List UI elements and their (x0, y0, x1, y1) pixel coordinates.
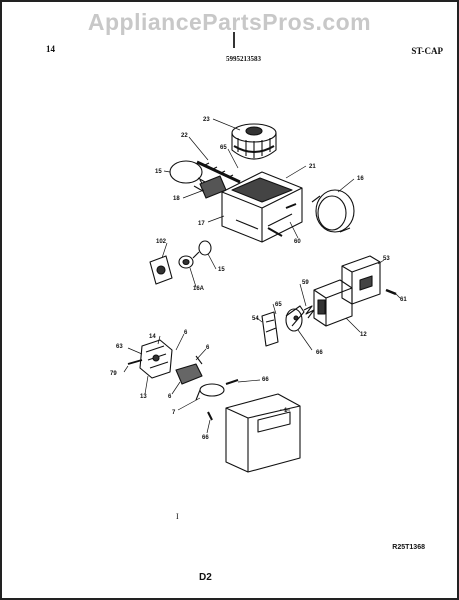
header-section-code: ST-CAP (411, 46, 443, 56)
part-screw-60 (267, 203, 297, 237)
callout-12: 12 (360, 332, 367, 338)
callout-23: 23 (203, 117, 210, 123)
callout-16a: 16A (193, 286, 205, 292)
callout-53: 53 (383, 256, 390, 262)
callout-59: 59 (302, 280, 309, 286)
part-screw-66-lower (207, 411, 213, 421)
part-housing-box (221, 171, 303, 243)
frame-border-bottom (0, 598, 459, 600)
part-lens (311, 189, 355, 233)
part-cover-53 (341, 255, 381, 305)
callout-18: 18 (173, 196, 180, 202)
part-spring (303, 305, 315, 319)
part-switch-assembly (127, 339, 173, 379)
callout-63: 63 (116, 344, 123, 350)
callout-6: 6 (184, 330, 188, 336)
center-tick: I (176, 512, 179, 521)
part-motor (231, 123, 277, 160)
part-actuator-pad (225, 393, 301, 473)
part-bracket-102 (149, 255, 173, 285)
part-small-bulb (192, 240, 212, 259)
callout-54: 54 (252, 316, 259, 322)
part-solenoid (313, 279, 353, 327)
callout-79: 79 (110, 371, 117, 377)
callout-1: 1 (284, 408, 288, 414)
callout-16: 16 (357, 176, 364, 182)
leader-lines (123, 118, 401, 434)
callout-15-lower: 15 (218, 267, 225, 273)
callout-102: 102 (156, 239, 167, 245)
part-screw-61 (385, 288, 397, 296)
callout-15: 15 (155, 169, 162, 175)
part-flap-door (285, 305, 305, 332)
part-lever (195, 383, 225, 401)
frame-border-left (0, 0, 2, 600)
header-page-index: 14 (46, 44, 55, 54)
callout-21: 21 (309, 164, 316, 170)
frame-border-right (457, 0, 459, 600)
callout-22: 22 (181, 133, 188, 139)
callout-7: 7 (172, 410, 176, 416)
part-lamp-socket (199, 175, 227, 199)
callout-labels: 23 22 65 21 15 16 18 17 60 16 102 15 16A… (110, 117, 407, 441)
callout-17: 17 (198, 221, 205, 227)
header-model-number: 5995213583 (226, 55, 261, 63)
page-number: D2 (199, 572, 212, 583)
part-bracket-54 (261, 311, 279, 347)
callout-13: 13 (140, 394, 147, 400)
callout-60: 60 (294, 239, 301, 245)
drawing-code: R25T1368 (392, 544, 425, 551)
callout-66: 66 (316, 350, 323, 356)
part-screw-66 (225, 379, 239, 385)
callout-6-mid: 6 (206, 345, 210, 351)
callout-66-right: 66 (262, 377, 269, 383)
header-mark (233, 32, 235, 48)
callout-6-low: 6 (168, 394, 172, 400)
callout-65: 65 (220, 145, 227, 151)
callout-66-low: 66 (202, 435, 209, 441)
callout-61: 61 (400, 297, 407, 303)
part-auger-shaft (196, 160, 241, 184)
callout-65-lower: 65 (275, 302, 282, 308)
callout-14: 14 (149, 334, 156, 340)
part-switch-6 (175, 355, 203, 385)
frame-border-top (0, 0, 459, 2)
part-grommet (178, 255, 194, 269)
watermark: AppliancePartsPros.com (87, 9, 372, 35)
